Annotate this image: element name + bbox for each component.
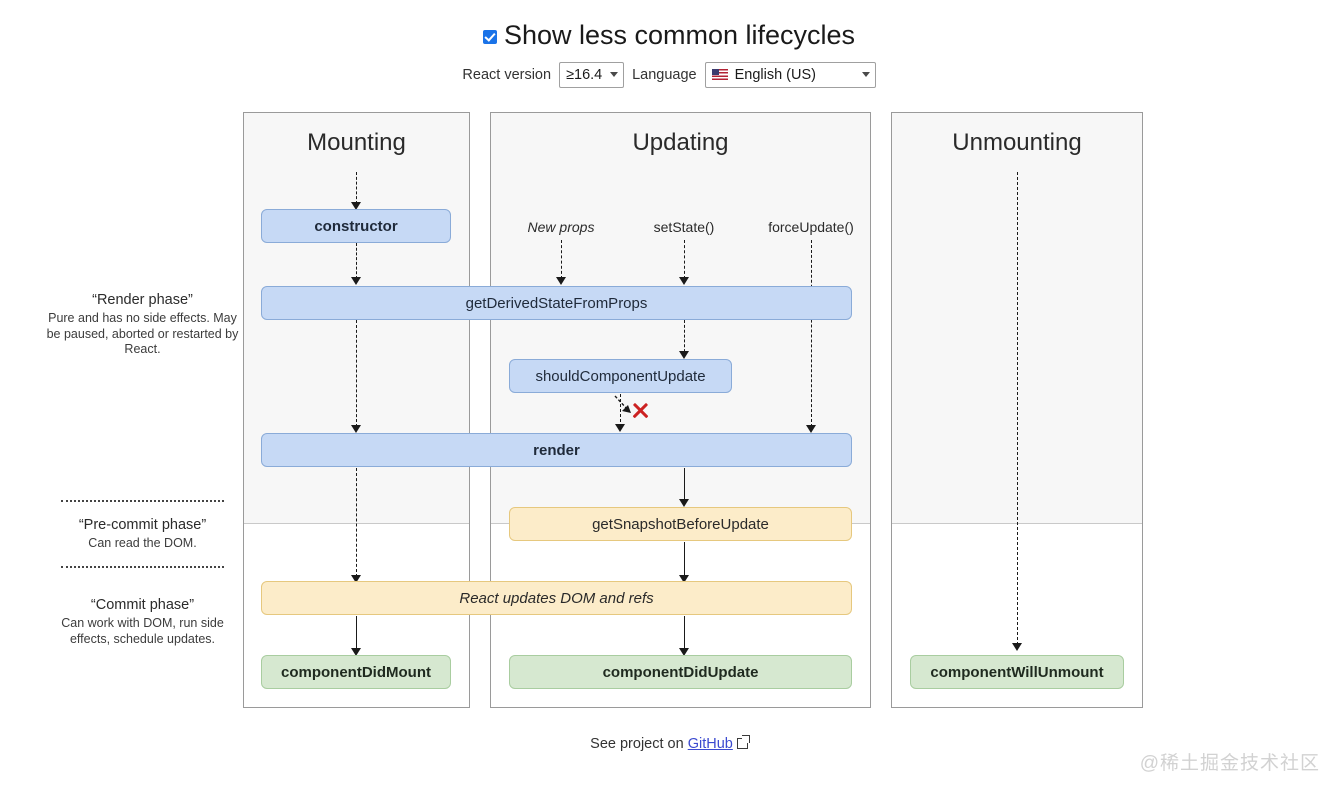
language-select[interactable]: English (US) (704, 62, 876, 88)
phase-commit-desc: Can work with DOM, run side effects, sch… (61, 616, 224, 646)
lifecycle-component-will-unmount[interactable]: componentWillUnmount (910, 655, 1124, 689)
column-title-mounting: Mounting (307, 129, 406, 156)
watermark: @稀土掘金技术社区 (1139, 753, 1320, 774)
phase-precommit-title: “Pre-commit phase” (78, 517, 207, 533)
column-title-unmounting: Unmounting (952, 129, 1082, 156)
arrowhead (351, 575, 361, 583)
lifecycle-component-did-update[interactable]: componentDidUpdate (509, 655, 852, 689)
connector-forceupdate-to-render (811, 240, 812, 427)
lifecycle-should-component-update[interactable]: shouldComponentUpdate (509, 359, 732, 393)
connector-mount-title-to-constructor (356, 172, 357, 204)
connector-gsbu-to-dom (684, 542, 685, 577)
react-version-label: React version (462, 67, 552, 83)
page-header: Show less common lifecycles React versio… (0, 22, 1338, 88)
column-updating: Updating (490, 112, 871, 708)
footer: See project on GitHub (0, 735, 1338, 752)
connector-gdsfp-to-render-mount (356, 320, 357, 427)
connector-render-to-dom-mount (356, 468, 357, 577)
show-less-common-lifecycles-checkbox[interactable] (482, 30, 497, 44)
skip-update-x-icon (630, 400, 650, 420)
connector-gdsfp-to-scu (684, 320, 685, 357)
trigger-force-update: forceUpdate() (768, 219, 854, 235)
language-value: English (US) (734, 66, 816, 83)
connector-dom-to-componentdidmount (356, 616, 357, 652)
arrowhead (351, 202, 361, 210)
show-less-common-lifecycles-toggle[interactable]: Show less common lifecycles (482, 20, 856, 50)
phase-render-title: “Render phase” (92, 292, 193, 308)
phase-render-block: “Render phase” Pure and has no side effe… (40, 292, 245, 358)
us-flag-icon (711, 69, 728, 80)
phase-commit-block: “Commit phase” Can work with DOM, run si… (40, 597, 245, 647)
connector-scu-skip-branch (614, 395, 631, 413)
arrowhead (351, 425, 361, 433)
phase-render-desc: Pure and has no side effects. May be pau… (46, 311, 239, 356)
phase-divider-top (61, 500, 224, 502)
chevron-down-icon (861, 72, 870, 77)
arrowhead (1012, 643, 1022, 651)
arrowhead (351, 277, 361, 285)
connector-dom-to-componentdidupdate (684, 616, 685, 652)
phase-precommit-desc: Can read the DOM. (88, 536, 197, 550)
lifecycle-render[interactable]: render (261, 433, 852, 467)
arrowhead (679, 277, 689, 285)
connector-render-to-gsbu (684, 468, 685, 505)
column-title-updating: Updating (632, 129, 729, 156)
arrowhead (615, 424, 625, 432)
language-label: Language (632, 67, 697, 83)
lifecycle-constructor[interactable]: constructor (261, 209, 451, 243)
react-updates-dom-and-refs: React updates DOM and refs (261, 581, 852, 615)
lifecycle-component-did-mount[interactable]: componentDidMount (261, 655, 451, 689)
phase-precommit-block: “Pre-commit phase” Can read the DOM. (40, 500, 245, 568)
github-link[interactable]: GitHub (687, 736, 733, 752)
react-version-value: ≥16.4 (566, 66, 603, 83)
arrowhead (556, 277, 566, 285)
connector-unmount-title-to-cwu (1017, 172, 1018, 645)
connector-scu-to-render (620, 394, 621, 427)
chevron-down-icon (610, 72, 619, 77)
lifecycle-get-snapshot-before-update[interactable]: getSnapshotBeforeUpdate (509, 507, 852, 541)
arrowhead (351, 648, 361, 656)
page-title: Show less common lifecycles (503, 20, 856, 50)
react-version-select[interactable]: ≥16.4 (559, 62, 625, 88)
trigger-new-props: New props (527, 219, 595, 235)
arrowhead (679, 648, 689, 656)
arrowhead (679, 575, 689, 583)
trigger-set-state: setState() (653, 219, 715, 235)
phase-divider-bottom (61, 565, 224, 568)
connector-constructor-to-gdsfp (356, 243, 357, 279)
footer-text: See project on (590, 736, 684, 752)
arrowhead (679, 351, 689, 359)
arrowhead (679, 499, 689, 507)
connector-newprops-to-gdsfp (561, 240, 562, 279)
external-link-icon (736, 735, 750, 749)
connector-setstate-to-gdsfp (684, 240, 685, 279)
controls-row: React version ≥16.4 Language English (US… (0, 62, 1338, 88)
arrowhead (806, 425, 816, 433)
lifecycle-get-derived-state-from-props[interactable]: getDerivedStateFromProps (261, 286, 852, 320)
phase-commit-title: “Commit phase” (90, 597, 195, 613)
